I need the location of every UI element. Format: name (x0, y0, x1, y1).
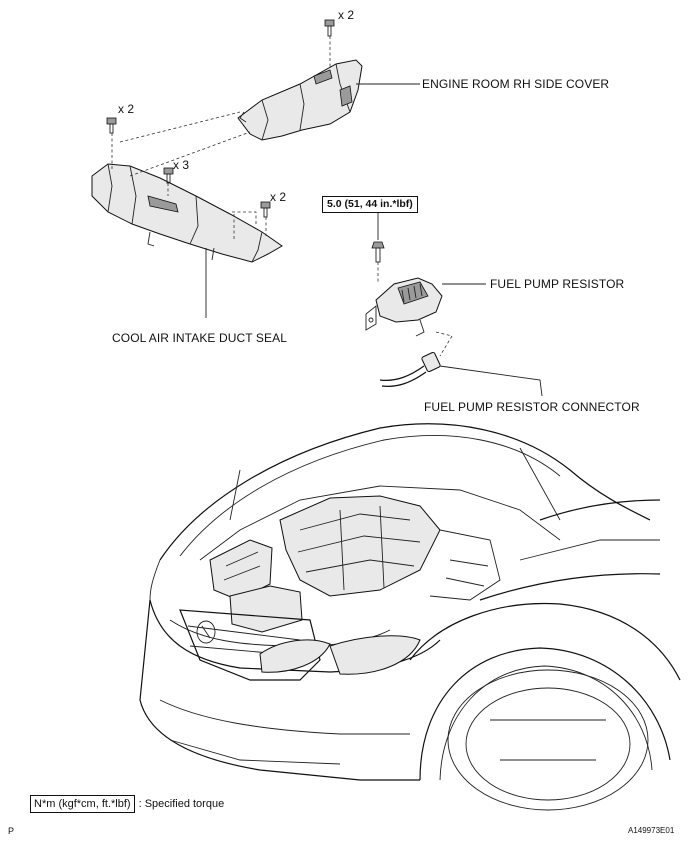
label-fuel-pump-resistor-connector: FUEL PUMP RESISTOR CONNECTOR (424, 400, 640, 414)
cool-air-intake-duct-seal-part (91, 163, 283, 263)
legend-meaning: : Specified torque (138, 798, 225, 810)
seal-left-clip (106, 117, 117, 134)
cover-clip-quantity: x 2 (338, 8, 355, 22)
label-engine-room-rh-side-cover: ENGINE ROOM RH SIDE COVER (422, 77, 610, 91)
engine-room-rh-side-cover-part (237, 59, 363, 141)
fuel-pump-resistor-part (365, 277, 443, 337)
resistor-bolt (371, 241, 385, 263)
torque-spec-box: 5.0 (51, 44 in.*lbf) (322, 196, 418, 213)
vehicle-illustration (139, 423, 681, 811)
figure-id: A149973E01 (628, 826, 675, 835)
footer-left-code: P (8, 826, 15, 836)
fuel-pump-resistor-connector-part (379, 351, 441, 387)
label-cool-air-intake-duct-seal: COOL AIR INTAKE DUCT SEAL (112, 331, 287, 345)
label-fuel-pump-resistor: FUEL PUMP RESISTOR (490, 277, 625, 291)
torque-legend: N*m (kgf*cm, ft.*lbf) : Specified torque (30, 795, 224, 813)
legend-units-box: N*m (kgf*cm, ft.*lbf) (30, 795, 135, 813)
seal-center-clip (163, 167, 174, 184)
seal-right-clip-quantity: x 2 (270, 190, 287, 204)
cover-clip (324, 19, 335, 37)
seal-center-clip-quantity: x 3 (173, 158, 190, 172)
seal-right-clip (260, 201, 271, 218)
seal-left-clip-quantity: x 2 (118, 102, 135, 116)
